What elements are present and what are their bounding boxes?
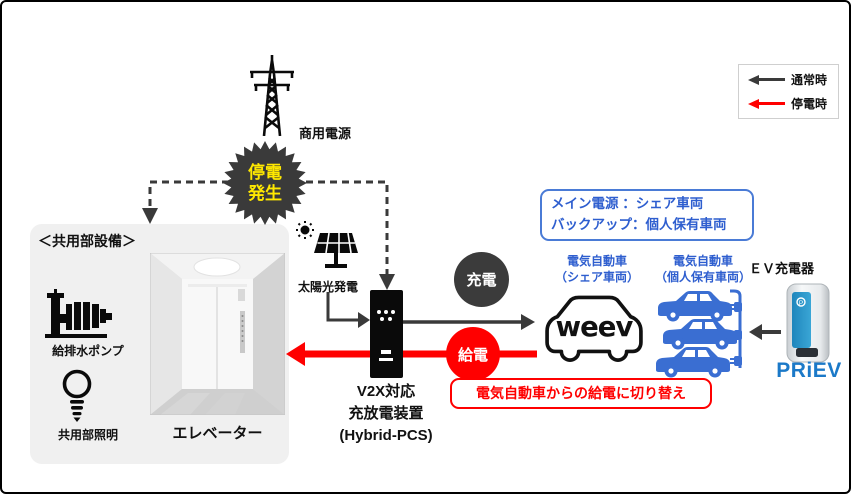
ev-charger-unit: P xyxy=(786,283,830,363)
legend-normal-label: 通常時 xyxy=(791,73,828,87)
arrowhead-charge-to-weev xyxy=(521,314,535,330)
weev-logo-text: weev xyxy=(556,311,634,343)
arrowhead-down-to-common xyxy=(142,208,158,224)
ev-share-title-line1: 電気自動車 xyxy=(566,254,627,268)
starburst-icon xyxy=(223,141,307,225)
ev-private-title: 電気自動車 （個人保有車両） xyxy=(647,254,759,285)
burst-line2: 発生 xyxy=(248,184,282,203)
outage-dashed-line xyxy=(148,180,389,287)
arrowhead-charger-to-cars xyxy=(749,324,762,340)
ev-charger-label: ＥＶ充電器 xyxy=(749,261,815,276)
elevator-photo xyxy=(150,253,285,415)
common-area-title: ＜共用部設備＞ xyxy=(38,233,136,249)
grid-power-label: 商用電源 xyxy=(299,126,352,141)
arrowhead-supply-to-elevator xyxy=(286,342,305,366)
ev-private-title-line1: 電気自動車 xyxy=(672,254,733,268)
legend-row-normal: 通常時 xyxy=(748,71,838,88)
ev-private-title-line2: （個人保有車両） xyxy=(654,269,751,284)
solar-label: 太陽光発電 xyxy=(297,280,358,294)
burst-line1: 停電 xyxy=(248,162,282,182)
ev-share-title: 電気自動車 （シェア車両） xyxy=(542,254,652,285)
power-plan-line2: バックアップ：個人保有車両 xyxy=(551,216,727,232)
ev-car-2 xyxy=(663,319,737,350)
weev-car-logo: weev xyxy=(545,295,643,362)
elevator-label: エレベーター xyxy=(172,425,263,442)
solar-panel-icon xyxy=(296,221,358,268)
light-bulb-icon xyxy=(62,369,92,422)
outage-burst-text: 停電 発生 xyxy=(223,141,307,225)
arrowhead-down-to-v2x xyxy=(379,274,395,290)
legend-outage-label: 停電時 xyxy=(791,97,828,111)
pump-label: 給排水ポンプ xyxy=(52,344,124,358)
left-arrow-black-icon xyxy=(748,74,785,85)
svg-text:P: P xyxy=(799,300,803,307)
v2x-label-line3: (Hybrid-PCS) xyxy=(339,426,433,444)
v2x-label-line2: 充放電装置 xyxy=(348,404,424,422)
left-arrow-red-icon xyxy=(748,98,785,109)
legend-box: 通常時 停電時 xyxy=(738,64,839,119)
transmission-tower-icon xyxy=(250,55,294,136)
ev-car-1 xyxy=(658,291,732,322)
v2x-device-label: V2X対応 充放電装置 (Hybrid-PCS) xyxy=(304,381,468,446)
power-plan-box: メイン電源 ：シェア車両 バックアップ：個人保有車両 xyxy=(540,189,754,241)
v2x-label-line1: V2X対応 xyxy=(356,383,416,400)
switch-note-box: 電気自動車からの給電に切り替え xyxy=(450,378,712,409)
water-pump-icon xyxy=(45,289,112,338)
power-plan-line1: メイン電源 ：シェア車両 xyxy=(551,196,704,211)
charge-badge: 充電 xyxy=(454,252,509,307)
legend-row-outage: 停電時 xyxy=(748,95,838,112)
ev-car-3 xyxy=(656,347,730,378)
supply-badge: 給電 xyxy=(446,327,500,381)
outage-starburst: 停電 発生 xyxy=(223,141,307,225)
arrowhead-solar-to-v2x xyxy=(358,312,370,328)
lighting-label: 共用部照明 xyxy=(57,428,118,442)
solar-feed-line xyxy=(326,292,358,322)
v2x-device xyxy=(370,290,403,378)
private-ev-cars-icon xyxy=(656,289,742,378)
ev-share-title-line2: （シェア車両） xyxy=(554,269,639,284)
priev-logo: PRiEV xyxy=(776,359,842,382)
